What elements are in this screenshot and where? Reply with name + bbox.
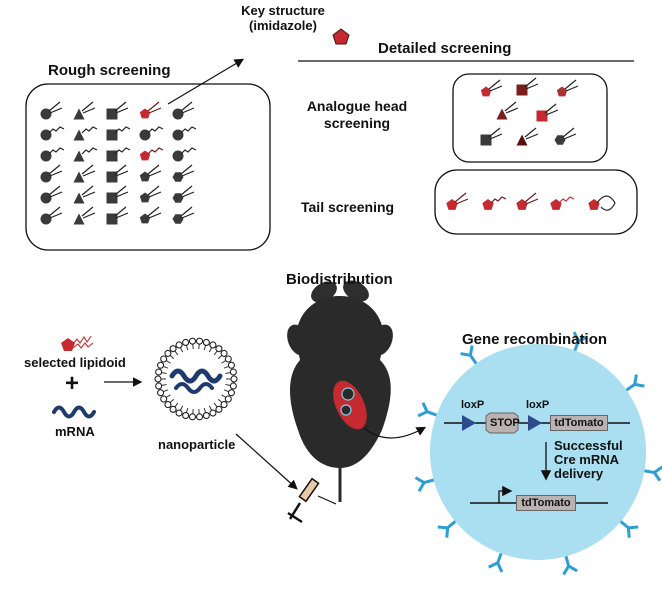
plus-sign: +: [65, 370, 80, 397]
nanoparticle-icon: [154, 337, 238, 421]
arrow-to-key-structure: [167, 58, 245, 105]
arrow-to-syringe: [235, 433, 298, 490]
tdtomato-box-1: tdTomato: [550, 415, 608, 431]
tdtomato-box-2: tdTomato: [516, 495, 576, 511]
analogue-head-box: [452, 73, 608, 163]
tail-screening-label: Tail screening: [301, 199, 395, 215]
analogue-head-molecules: [480, 77, 579, 146]
nanoparticle-label: nanoparticle: [158, 437, 236, 452]
mouse-icon: [287, 280, 393, 502]
detailed-screening-label: Detailed screening: [378, 40, 512, 57]
tail-screening-box: [434, 169, 638, 235]
selected-lipidoid-icon: [61, 335, 94, 351]
dna-construct-before: [444, 412, 630, 434]
mrna-icon: [52, 405, 96, 419]
cell-icon: [430, 344, 646, 560]
rough-screening-label: Rough screening: [48, 62, 171, 79]
gene-recombination-label: Gene recombination: [462, 331, 608, 348]
mrna-label: mRNA: [55, 424, 95, 439]
cell-receptors: [414, 331, 662, 576]
loxp-label-2: loxP: [526, 399, 550, 411]
arrow-to-cell: [363, 426, 427, 439]
tail-screening-molecules: [446, 192, 616, 211]
successful-label: Successful: [554, 438, 623, 453]
selected-lipidoid-label: selected lipidoid: [24, 355, 126, 370]
imidazole-key-structure-icon: [332, 28, 350, 45]
biodistribution-label: Biodistribution: [286, 271, 393, 288]
syringe-icon: [287, 477, 337, 524]
successful-label-3: delivery: [554, 466, 604, 481]
stop-label: STOP: [490, 417, 520, 429]
analogue-head-label-2: screening: [323, 115, 391, 131]
loxp-label-1: loxP: [461, 399, 485, 411]
successful-label-2: Cre mRNA: [554, 452, 620, 467]
key-structure-sub-label: (imidazole): [249, 18, 317, 33]
analogue-head-label: Analogue head: [306, 98, 408, 114]
rough-screening-grid: [40, 101, 197, 225]
key-structure-label: Key structure: [241, 3, 325, 18]
rough-screening-box: [25, 83, 271, 251]
